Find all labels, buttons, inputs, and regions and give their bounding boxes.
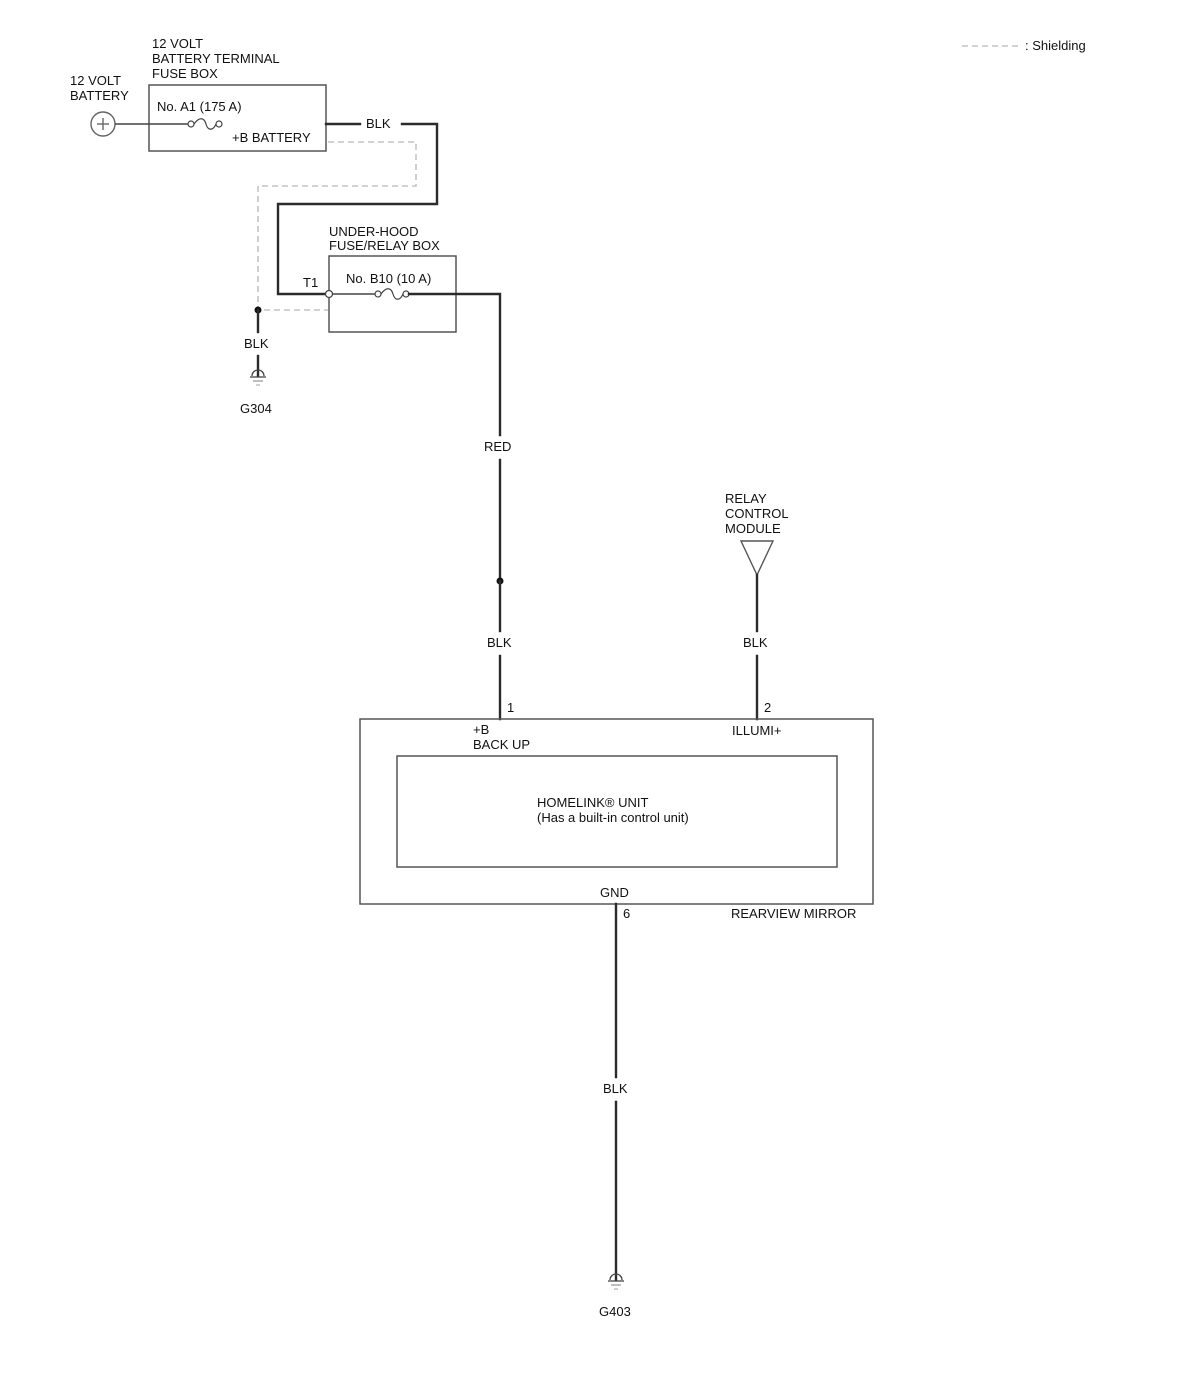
wire-label-pin1: BLK [487,635,512,650]
battery-label-1: 12 VOLT [70,73,121,88]
battery-cable-shielding [257,141,417,311]
terminal-t1 [324,289,334,299]
ground-g403-icon [608,1273,624,1290]
relay-module-label-3: MODULE [725,521,781,536]
homelink-unit-label-2: (Has a built-in control unit) [537,810,689,825]
wire-label-red: RED [484,439,511,454]
mirror-pin2-label: 2 [764,700,771,715]
wire-red-upper [407,292,502,437]
relay-module-label-1: RELAY [725,491,767,506]
mirror-backup-label-1: +B [473,722,489,737]
battery-fuse-box-title-2: BATTERY TERMINAL [152,51,280,66]
mirror-gnd-label: GND [600,885,629,900]
battery-fuse-box-title-3: FUSE BOX [152,66,218,81]
homelink-unit-label-1: HOMELINK® UNIT [537,795,648,810]
fuse-b10-icon [374,288,410,300]
wire-label-pin2: BLK [743,635,768,650]
ground-g403-label: G403 [599,1304,631,1319]
mirror-illumi-label: ILLUMI+ [732,723,782,738]
wire-label-battery-out: BLK [366,116,391,131]
mirror-pin1-label: 1 [507,700,514,715]
mirror-pin6-label: 6 [623,906,630,921]
mirror-name-label: REARVIEW MIRROR [731,906,856,921]
wire-label-gnd: BLK [603,1081,628,1096]
mirror-backup-label-2: BACK UP [473,737,530,752]
fuse-a1-icon [187,118,223,130]
fuse-a1-label: No. A1 (175 A) [157,99,242,114]
terminal-t1-label: T1 [303,275,318,290]
battery-output-label: +B BATTERY [232,130,311,145]
wire-label-ground-g304: BLK [244,336,269,351]
battery-icon [90,111,116,137]
underhood-box-title-2: FUSE/RELAY BOX [329,238,440,253]
ground-g304-label: G304 [240,401,272,416]
battery-label-2: BATTERY [70,88,129,103]
ground-g304-icon [250,369,266,386]
relay-module-label-2: CONTROL [725,506,789,521]
shielding-legend-label: : Shielding [1025,38,1086,53]
underhood-box-title-1: UNDER-HOOD [329,224,419,239]
homelink-unit-box [396,755,838,868]
relay-module-connector-icon [739,540,775,577]
battery-fuse-box [148,84,327,152]
fuse-b10-label: No. B10 (10 A) [346,271,431,286]
battery-cable-blk-run [276,122,439,296]
battery-fuse-box-title-1: 12 VOLT [152,36,203,51]
